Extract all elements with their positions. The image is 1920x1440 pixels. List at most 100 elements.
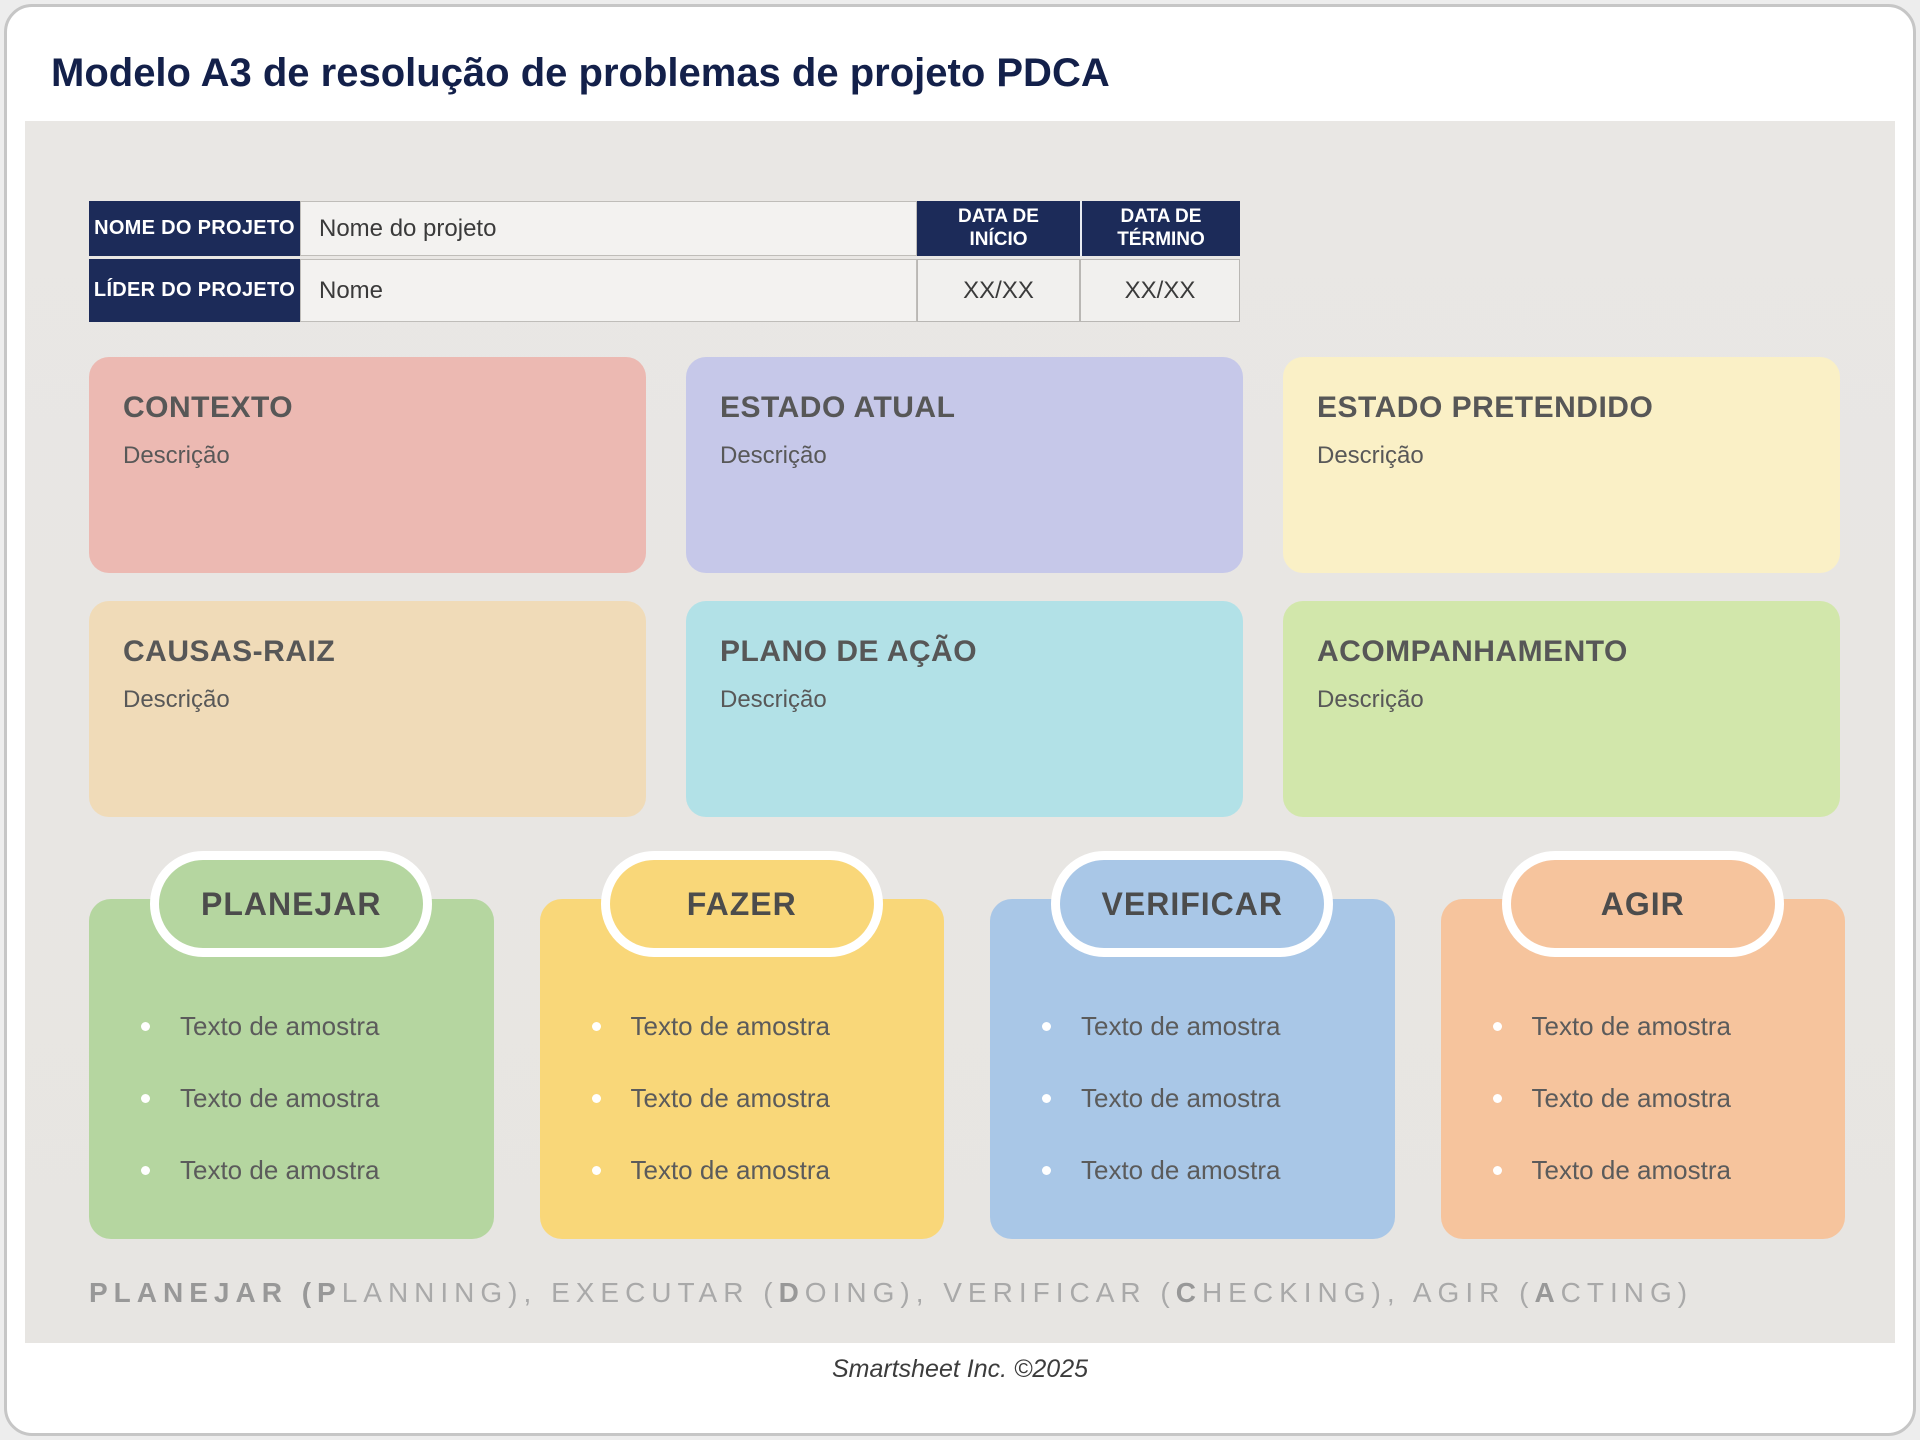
bullet-text[interactable]: Texto de amostra (1081, 1155, 1281, 1185)
bullet-item: Texto de amostra (1492, 1155, 1838, 1186)
box-desc[interactable]: Descrição (720, 442, 827, 469)
box-title: CAUSAS-RAIZ (123, 635, 336, 668)
bullet-text[interactable]: Texto de amostra (180, 1011, 380, 1041)
page-card: Modelo A3 de resolução de problemas de p… (4, 4, 1916, 1436)
legend-segment: HECKING) (1201, 1277, 1387, 1308)
table-row-project-leader: LÍDER DO PROJETO Nome XX/XX XX/XX (89, 259, 1240, 322)
bullet-dot-icon (141, 1094, 150, 1103)
bullet-dot-icon (141, 1166, 150, 1175)
pdca-column-fazer: FAZER Texto de amostra Texto de amostra … (539, 851, 945, 1239)
project-name-value[interactable]: Nome do projeto (300, 201, 917, 256)
bullet-text[interactable]: Texto de amostra (1081, 1083, 1281, 1113)
bullet-dot-icon (1042, 1166, 1051, 1175)
pdca-column-verificar: VERIFICAR Texto de amostra Texto de amos… (990, 851, 1395, 1239)
legend-segment: PLANEJAR (P (89, 1277, 342, 1308)
pill-label: AGIR (1600, 885, 1685, 922)
bullet-text[interactable]: Texto de amostra (1531, 1011, 1731, 1041)
pdca-pill-planejar: PLANEJAR (150, 851, 433, 957)
section-boxes: CONTEXTO Descrição ESTADO ATUAL Descriçã… (89, 357, 1840, 817)
bullet-text[interactable]: Texto de amostra (630, 1083, 830, 1113)
bullet-dot-icon (591, 1094, 601, 1103)
bullet-list: Texto de amostra Texto de amostra Texto … (540, 899, 945, 1227)
bullet-item: Texto de amostra (591, 1155, 937, 1186)
legend-segment: , (1386, 1277, 1413, 1308)
bullet-item: Texto de amostra (141, 1011, 486, 1042)
pdca-column-agir: AGIR Texto de amostra Texto de amostra T… (1440, 851, 1846, 1239)
pdca-pill-fazer: FAZER (600, 851, 883, 957)
pill-label: FAZER (686, 885, 797, 922)
bullet-text[interactable]: Texto de amostra (180, 1083, 380, 1113)
bullet-item: Texto de amostra (1042, 1083, 1387, 1114)
pill-label: PLANEJAR (201, 885, 382, 922)
box-desc[interactable]: Descrição (1317, 686, 1424, 713)
pdca-legend: PLANEJAR (PLANNING), EXECUTAR (DOING), V… (89, 1277, 1693, 1309)
content-panel: NOME DO PROJETO Nome do projeto DATA DE … (25, 121, 1895, 1343)
bullet-dot-icon (1042, 1094, 1051, 1103)
legend-segment: , (915, 1277, 944, 1308)
page-title: Modelo A3 de resolução de problemas de p… (51, 51, 1110, 95)
box-desc[interactable]: Descrição (123, 686, 230, 713)
legend-segment: , (523, 1277, 552, 1308)
section-box-estado-pretendido: ESTADO PRETENDIDO Descrição (1283, 357, 1840, 573)
bullet-text[interactable]: Texto de amostra (1531, 1083, 1731, 1113)
table-row-project-name: NOME DO PROJETO Nome do projeto DATA DE … (89, 201, 1240, 256)
legend-segment: AGIR ( (1412, 1277, 1535, 1308)
section-box-estado-atual: ESTADO ATUAL Descrição (686, 357, 1243, 573)
bullet-list: Texto de amostra Texto de amostra Texto … (89, 899, 494, 1227)
bullet-text[interactable]: Texto de amostra (630, 1155, 830, 1185)
bullet-text[interactable]: Texto de amostra (1081, 1011, 1281, 1041)
project-name-label: NOME DO PROJETO (89, 201, 300, 256)
end-date-value[interactable]: XX/XX (1080, 259, 1240, 322)
box-title: ACOMPANHAMENTO (1317, 635, 1628, 668)
bullet-item: Texto de amostra (591, 1011, 937, 1042)
end-date-header: DATA DE TÉRMINO (1080, 201, 1240, 256)
start-date-header: DATA DE INÍCIO (917, 201, 1080, 256)
bullet-text[interactable]: Texto de amostra (1531, 1155, 1731, 1185)
project-leader-value[interactable]: Nome (300, 259, 917, 322)
section-box-contexto: CONTEXTO Descrição (89, 357, 646, 573)
box-desc[interactable]: Descrição (123, 442, 230, 469)
bullet-item: Texto de amostra (1042, 1155, 1387, 1186)
box-title: ESTADO ATUAL (720, 391, 956, 424)
bullet-dot-icon (1492, 1166, 1502, 1175)
bullet-item: Texto de amostra (591, 1083, 937, 1114)
bullet-item: Texto de amostra (1492, 1083, 1838, 1114)
bullet-dot-icon (1492, 1022, 1502, 1031)
box-desc[interactable]: Descrição (1317, 442, 1424, 469)
box-title: ESTADO PRETENDIDO (1317, 391, 1654, 424)
legend-segment: CTING) (1560, 1277, 1694, 1308)
legend-segment: VERIFICAR ( (943, 1277, 1176, 1308)
section-box-acompanhamento: ACOMPANHAMENTO Descrição (1283, 601, 1840, 817)
project-leader-label: LÍDER DO PROJETO (89, 259, 300, 322)
pdca-column-planejar: PLANEJAR Texto de amostra Texto de amost… (89, 851, 494, 1239)
bullet-dot-icon (591, 1022, 601, 1031)
legend-segment: OING) (804, 1277, 916, 1308)
box-desc[interactable]: Descrição (720, 686, 827, 713)
bullet-item: Texto de amostra (1492, 1011, 1838, 1042)
project-info-table: NOME DO PROJETO Nome do projeto DATA DE … (89, 201, 1240, 322)
pdca-pill-agir: AGIR (1501, 851, 1784, 957)
legend-segment: D (778, 1277, 805, 1308)
bullet-list: Texto de amostra Texto de amostra Texto … (990, 899, 1395, 1227)
pdca-pill-verificar: VERIFICAR (1051, 851, 1334, 957)
bullet-list: Texto de amostra Texto de amostra Texto … (1441, 899, 1846, 1227)
legend-segment: EXECUTAR ( (551, 1277, 779, 1308)
bullet-item: Texto de amostra (1042, 1011, 1387, 1042)
footer-credit: Smartsheet Inc. ©2025 (831, 1355, 1089, 1383)
bullet-dot-icon (1042, 1022, 1051, 1031)
bullet-item: Texto de amostra (141, 1155, 486, 1186)
section-box-plano-de-acao: PLANO DE AÇÃO Descrição (686, 601, 1243, 817)
legend-segment: LANNING) (341, 1277, 524, 1308)
bullet-text[interactable]: Texto de amostra (630, 1011, 830, 1041)
bullet-text[interactable]: Texto de amostra (180, 1155, 380, 1185)
pdca-columns: PLANEJAR Texto de amostra Texto de amost… (89, 851, 1845, 1239)
legend-segment: A (1534, 1277, 1561, 1308)
bullet-item: Texto de amostra (141, 1083, 486, 1114)
legend-segment: C (1175, 1277, 1202, 1308)
bullet-dot-icon (1492, 1094, 1502, 1103)
start-date-value[interactable]: XX/XX (917, 259, 1080, 322)
box-title: PLANO DE AÇÃO (720, 635, 978, 668)
box-title: CONTEXTO (123, 391, 294, 424)
bullet-dot-icon (591, 1166, 601, 1175)
bullet-dot-icon (141, 1022, 150, 1031)
